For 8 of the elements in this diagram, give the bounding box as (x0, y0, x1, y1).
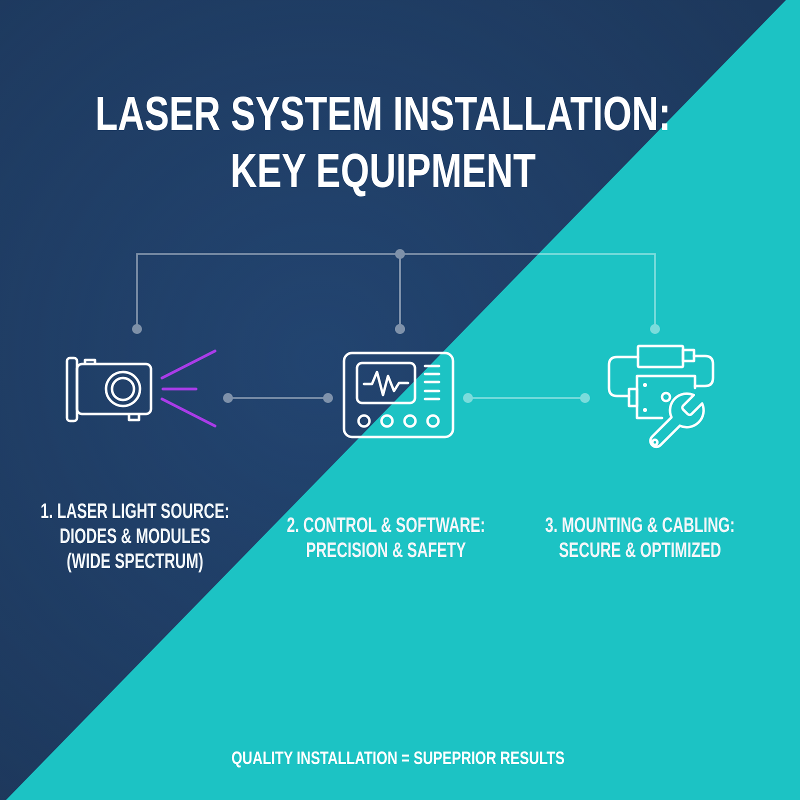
footer-note: QUALITY INSTALLATION = SUPEPRIOR RESULTS (230, 747, 566, 769)
connector-line (223, 393, 333, 403)
connector-line (395, 253, 660, 334)
node-caption: 2. CONTROL & SOFTWARE: PRECISION & SAFETY (286, 513, 486, 563)
title: LASER SYSTEM INSTALLATION: KEY EQUIPMENT (94, 87, 672, 200)
node-caption: 3. MOUNTING & CABLING: SECURE & OPTIMIZED (544, 513, 736, 563)
connector-line (463, 393, 590, 403)
node-caption: 1. LASER LIGHT SOURCE: DIODES & MODULES (WIDE SPECTRUM) (40, 499, 230, 574)
